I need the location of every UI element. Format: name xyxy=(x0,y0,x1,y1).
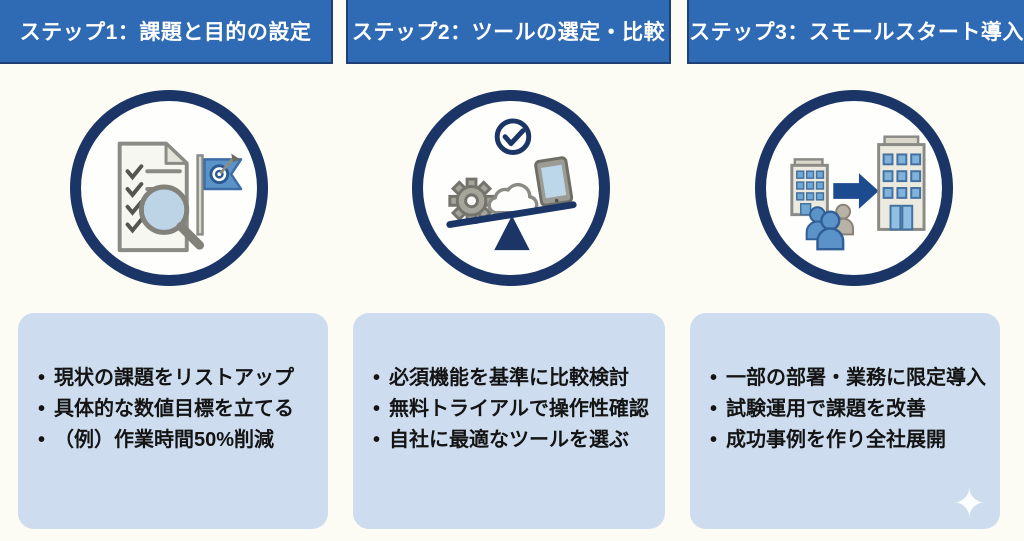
bullet-dot: • xyxy=(710,367,718,389)
bullet-item: • 必須機能を基準に比較検討 xyxy=(373,367,657,390)
step2-header-bar: ステップ2：ツールの選定・比較 xyxy=(346,0,671,64)
bullet-item: • 自社に最適なツールを選ぶ xyxy=(373,429,657,452)
step3-icon-circle xyxy=(755,90,953,286)
bullet-dot: • xyxy=(710,429,718,451)
bullet-item: • 無料トライアルで操作性確認 xyxy=(373,398,657,421)
step2-detail-panel: • 必須機能を基準に比較検討 • 無料トライアルで操作性確認 • 自社に最適なツ… xyxy=(353,313,665,529)
step3-header-bar: ステップ3：スモールスタート導入 xyxy=(687,0,1024,64)
bullet-text: 無料トライアルで操作性確認 xyxy=(389,398,649,420)
bullet-item: • 成功事例を作り全社展開 xyxy=(710,429,992,452)
step1-icon-circle xyxy=(70,90,268,286)
bullet-dot: • xyxy=(38,367,46,389)
bullet-text: 具体的な数値目標を立てる xyxy=(54,398,295,420)
bullet-item: • 現状の課題をリストアップ xyxy=(38,367,320,390)
step2-icon-circle xyxy=(412,90,610,286)
bullet-text: 試験運用で課題を改善 xyxy=(726,398,927,420)
bullet-text: 自社に最適なツールを選ぶ xyxy=(389,429,630,451)
step2-header-label: ステップ2：ツールの選定・比較 xyxy=(351,21,666,44)
tools-balance-icon xyxy=(446,118,577,251)
bullet-item: • 具体的な数値目標を立てる xyxy=(38,398,320,421)
bullet-text: 成功事例を作り全社展開 xyxy=(726,429,947,451)
step1-detail-panel: • 現状の課題をリストアップ • 具体的な数値目標を立てる • （例）作業時間5… xyxy=(18,313,328,529)
step2-bullet-list: • 必須機能を基準に比較検討 • 無料トライアルで操作性確認 • 自社に最適なツ… xyxy=(353,367,665,452)
bullet-item: • 一部の部署・業務に限定導入 xyxy=(710,367,992,390)
bullet-dot: • xyxy=(373,429,381,451)
bullet-dot: • xyxy=(373,398,381,420)
small-start-rollout-icon xyxy=(790,135,926,251)
step1-header-label: ステップ1：課題と目的の設定 xyxy=(19,21,312,44)
bullet-dot: • xyxy=(710,398,718,420)
bullet-text: （例）作業時間50%削減 xyxy=(54,429,275,451)
step3-detail-panel: • 一部の部署・業務に限定導入 • 試験運用で課題を改善 • 成功事例を作り全社… xyxy=(690,313,1000,529)
step1-header-bar: ステップ1：課題と目的の設定 xyxy=(0,0,333,64)
step1-bullet-list: • 現状の課題をリストアップ • 具体的な数値目標を立てる • （例）作業時間5… xyxy=(18,367,328,452)
bullet-dot: • xyxy=(373,367,381,389)
bullet-text: 一部の部署・業務に限定導入 xyxy=(726,367,987,389)
checklist-magnifier-flag-icon xyxy=(117,141,243,253)
step3-header-label: ステップ3：スモールスタート導入 xyxy=(689,21,1024,44)
bullet-item: • （例）作業時間50%削減 xyxy=(38,429,320,452)
bullet-text: 必須機能を基準に比較検討 xyxy=(389,367,630,389)
people-group-icon xyxy=(805,203,854,251)
bullet-dot: • xyxy=(38,398,46,420)
step3-bullet-list: • 一部の部署・業務に限定導入 • 試験運用で課題を改善 • 成功事例を作り全社… xyxy=(690,367,1000,452)
bullet-item: • 試験運用で課題を改善 xyxy=(710,398,992,421)
sparkle-icon: ✦ xyxy=(952,482,986,526)
bullet-dot: • xyxy=(38,429,46,451)
bullet-text: 現状の課題をリストアップ xyxy=(54,367,295,389)
